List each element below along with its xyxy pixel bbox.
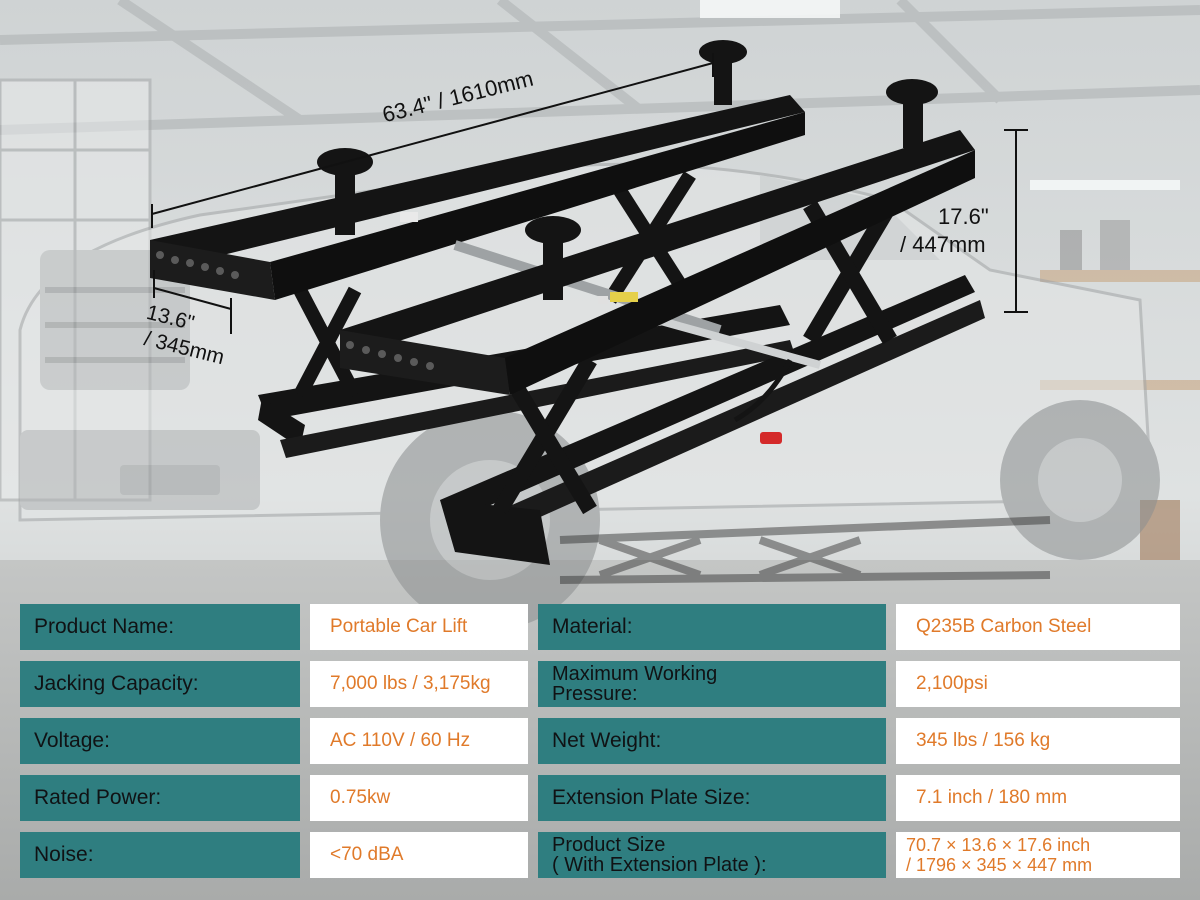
spec-label-product-name: Product Name: [20, 604, 300, 650]
portable-car-lift-illustration [150, 40, 985, 565]
spec-label-voltage: Voltage: [20, 718, 300, 764]
spec-label-jacking-capacity: Jacking Capacity: [20, 661, 300, 707]
spec-value-product-name: Portable Car Lift [310, 604, 528, 650]
spec-label-material: Material: [538, 604, 886, 650]
spec-label-noise: Noise: [20, 832, 300, 878]
spec-label-product-size: Product Size ( With Extension Plate ): [538, 832, 886, 878]
spec-value-material: Q235B Carbon Steel [896, 604, 1180, 650]
background-lift [559, 516, 1051, 584]
spec-table: Product Name: Portable Car Lift Material… [0, 600, 1200, 900]
height-dimension-mm: / 447mm [900, 232, 986, 257]
spec-value-product-size-inch: 70.7 × 13.6 × 17.6 inch [906, 835, 1091, 855]
spec-label-extension-plate-size: Extension Plate Size: [538, 775, 886, 821]
spec-value-noise: <70 dBA [310, 832, 528, 878]
spec-label-rated-power: Rated Power: [20, 775, 300, 821]
spec-value-rated-power: 0.75kw [310, 775, 528, 821]
spec-label-net-weight: Net Weight: [538, 718, 886, 764]
spec-value-voltage: AC 110V / 60 Hz [310, 718, 528, 764]
spec-value-extension-plate-size: 7.1 inch / 180 mm [896, 775, 1180, 821]
spec-value-product-size: 70.7 × 13.6 × 17.6 inch / 1796 × 345 × 4… [896, 832, 1180, 878]
spec-label-max-working-pressure: Maximum Working Pressure: [538, 661, 886, 707]
spec-value-product-size-mm: / 1796 × 345 × 447 mm [906, 855, 1093, 875]
spec-value-max-working-pressure: 2,100psi [896, 661, 1180, 707]
height-dimension-label: 17.6" / 447mm [900, 203, 989, 259]
spec-label-product-size-line2: ( With Extension Plate ): [552, 854, 767, 876]
spec-label-max-working-pressure-line1: Maximum Working [552, 663, 718, 685]
spec-label-product-size-line1: Product Size [552, 834, 666, 856]
spec-value-net-weight: 345 lbs / 156 kg [896, 718, 1180, 764]
spec-label-max-working-pressure-line2: Pressure: [552, 683, 638, 705]
spec-value-jacking-capacity: 7,000 lbs / 3,175kg [310, 661, 528, 707]
height-dimension-inches: 17.6" [938, 204, 989, 229]
dimension-lines [151, 53, 1028, 334]
ceiling-beams [0, 0, 1200, 135]
